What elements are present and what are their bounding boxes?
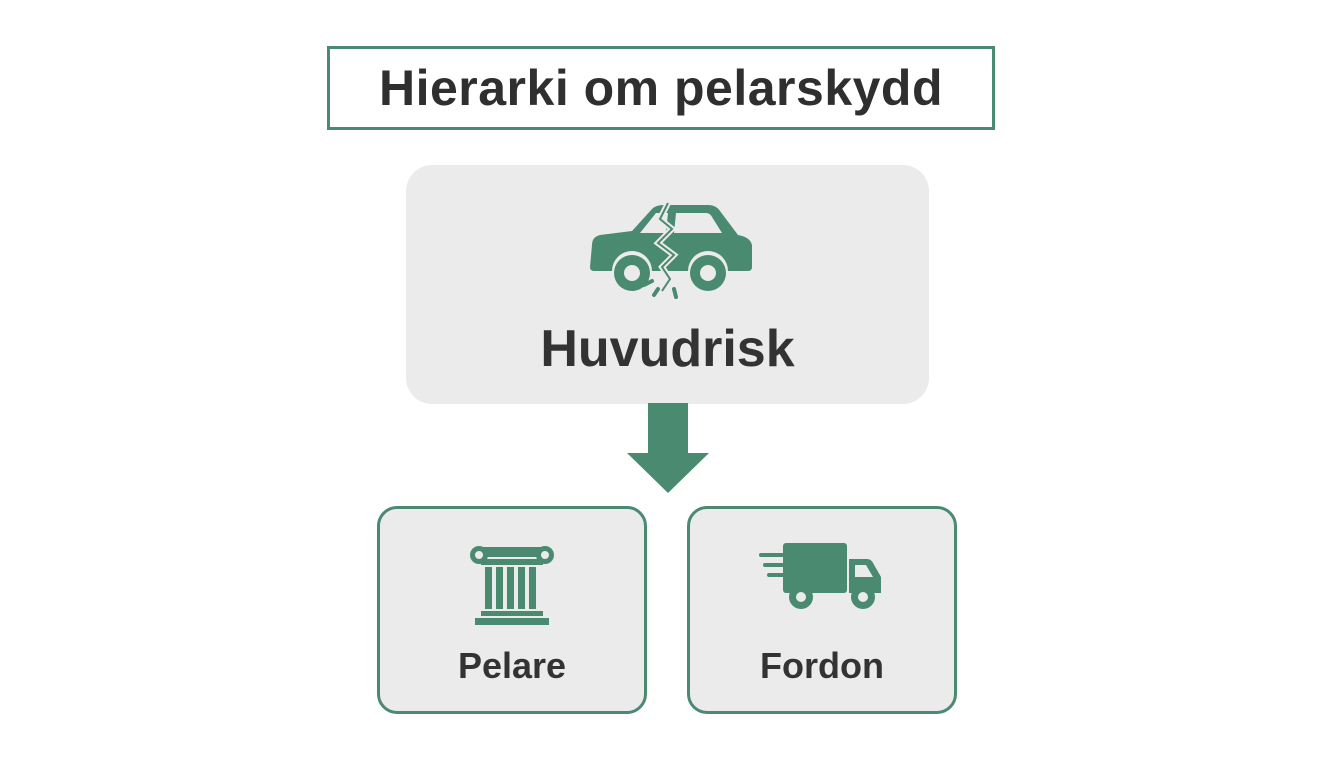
child-node-pelare: Pelare — [377, 506, 647, 714]
root-node-label: Huvudrisk — [540, 320, 795, 378]
root-node: Huvudrisk — [406, 165, 929, 404]
truck-icon — [759, 543, 881, 609]
down-arrow-connector — [627, 403, 709, 493]
child-node-label: Pelare — [457, 645, 567, 686]
title-box: Hierarki om pelarskydd — [327, 46, 995, 130]
child-node-fordon: Fordon — [687, 506, 957, 714]
child-node-label: Fordon — [760, 645, 884, 686]
pillar-icon — [470, 546, 554, 625]
diagram-title: Hierarki om pelarskydd — [378, 60, 944, 116]
crashed-car-icon — [590, 201, 752, 299]
